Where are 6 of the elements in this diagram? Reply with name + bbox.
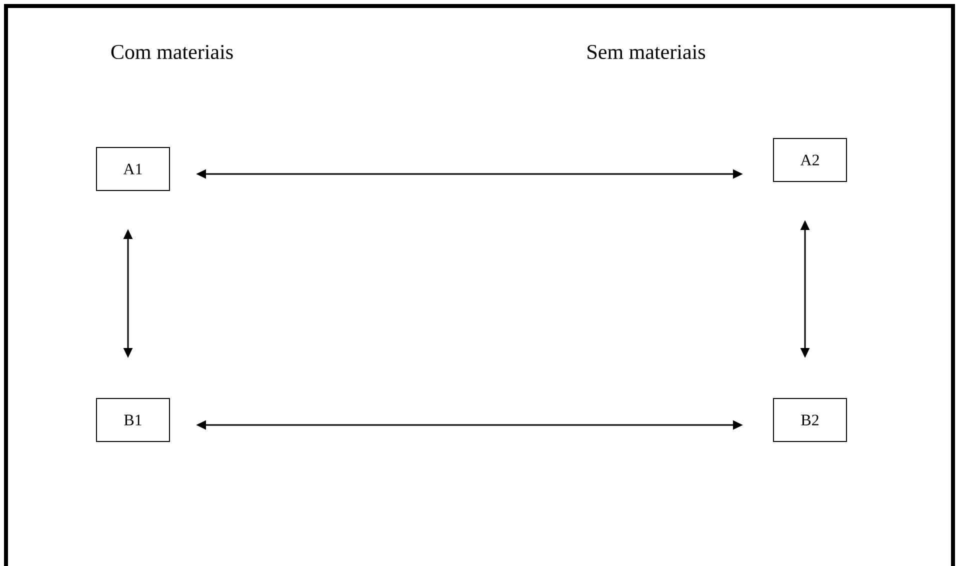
- heading: Sem materiais: [588, 44, 706, 60]
- heading: Com materiais: [111, 44, 233, 60]
- box: A1: [96, 147, 170, 191]
- box: B1: [96, 398, 170, 442]
- box: A2: [773, 138, 847, 182]
- box: B2: [773, 398, 847, 442]
